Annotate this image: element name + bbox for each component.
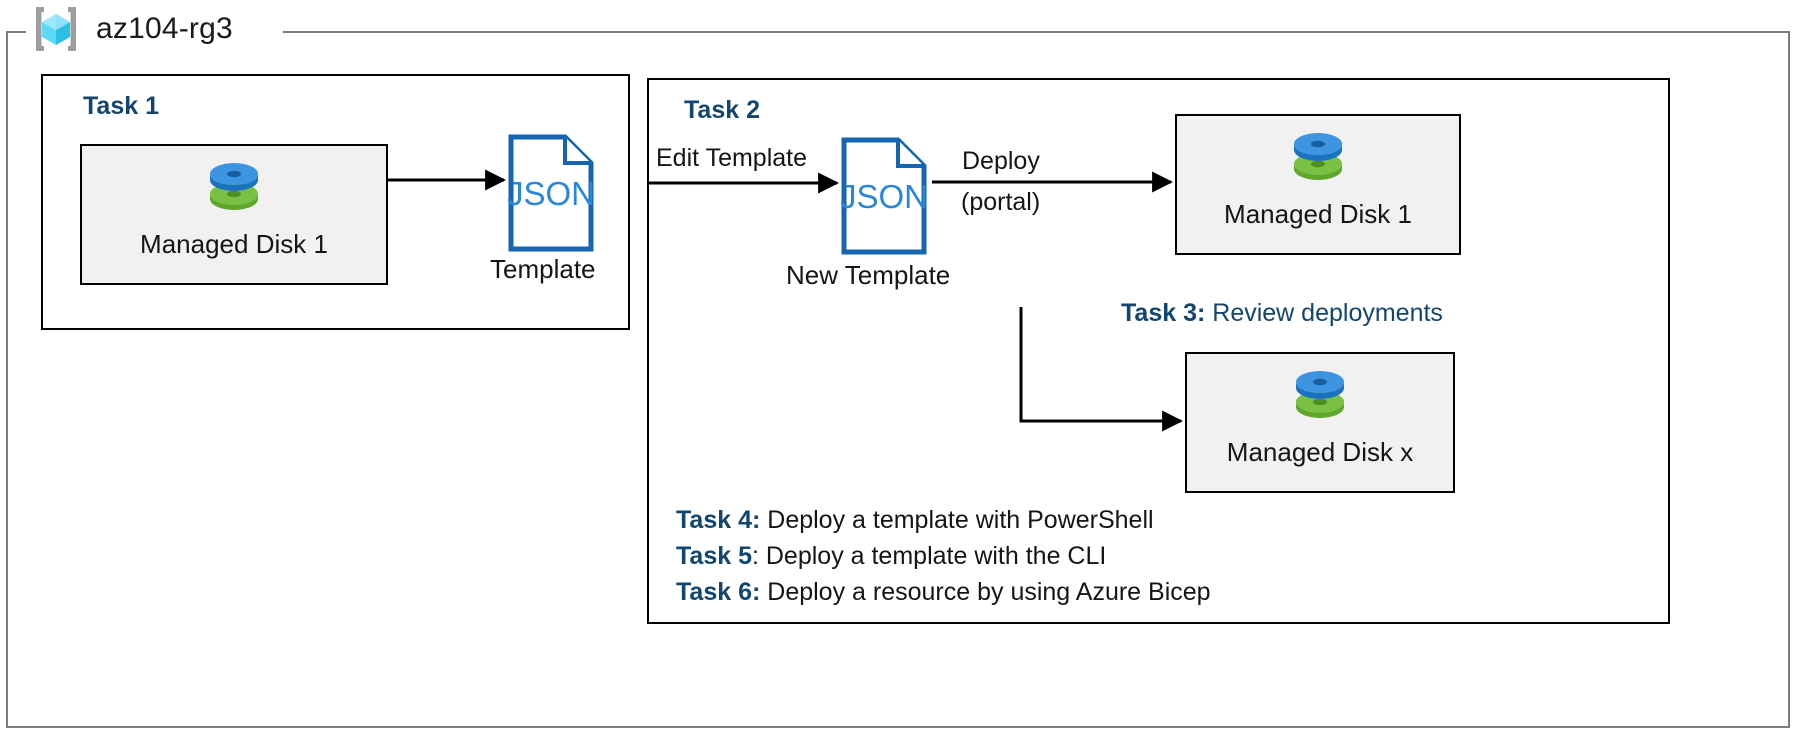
note-task3-value: Review deployments [1212, 299, 1443, 327]
managed-disk-card-label: Managed Disk 1 [140, 229, 328, 259]
note-task5-key: Task 5 [676, 542, 752, 570]
resource-group-frame-top-left-segment [6, 31, 26, 33]
task2-container [647, 78, 1670, 624]
note-task6: Task 6: Deploy a resource by using Azure… [676, 580, 1211, 605]
managed-disk-card-deployed-top[interactable]: Managed Disk 1 [1175, 114, 1461, 255]
json-template-icon[interactable]: JSON [507, 134, 595, 257]
json-doc-text: JSON [841, 178, 927, 215]
new-json-template-icon[interactable]: JSON [840, 137, 928, 260]
task1-container [41, 74, 630, 330]
json-doc-text: JSON [508, 175, 594, 212]
managed-disk-icon [203, 146, 265, 224]
resource-group-frame-top-right-segment [283, 31, 1790, 33]
note-task4-key: Task 4: [676, 506, 761, 534]
note-task5-value: : Deploy a template with the CLI [751, 542, 1107, 570]
resource-group-header: az104-rg3 [30, 3, 233, 55]
edge-label-deploy: Deploy [962, 147, 1040, 175]
managed-disk-icon [1289, 354, 1351, 432]
task2-title: Task 2 [684, 96, 760, 124]
note-task6-key: Task 6: [676, 578, 761, 606]
note-task5: Task 5: Deploy a template with the CLI [676, 544, 1106, 569]
edge-label-deploy-portal: (portal) [961, 188, 1041, 216]
note-task3: Task 3: Review deployments [1121, 301, 1443, 326]
note-task3-key: Task 3: [1121, 299, 1206, 327]
resource-group-cube-icon [30, 3, 82, 55]
task1-title: Task 1 [83, 92, 159, 120]
managed-disk-icon [1287, 116, 1349, 194]
managed-disk-card-deployed-bottom[interactable]: Managed Disk x [1185, 352, 1455, 493]
template-caption: Template [490, 254, 596, 284]
note-task4: Task 4: Deploy a template with PowerShel… [676, 508, 1154, 533]
resource-group-frame [6, 31, 1790, 728]
note-task6-value: Deploy a resource by using Azure Bicep [767, 578, 1211, 606]
note-task4-value: Deploy a template with PowerShell [767, 506, 1154, 534]
managed-disk-card-source[interactable]: Managed Disk 1 [80, 144, 388, 285]
managed-disk-card-label: Managed Disk 1 [1224, 199, 1412, 229]
new-template-caption: New Template [786, 260, 951, 290]
resource-group-name: az104-rg3 [96, 12, 233, 45]
edge-label-edit-template: Edit Template [656, 144, 808, 172]
managed-disk-card-label: Managed Disk x [1226, 437, 1414, 467]
